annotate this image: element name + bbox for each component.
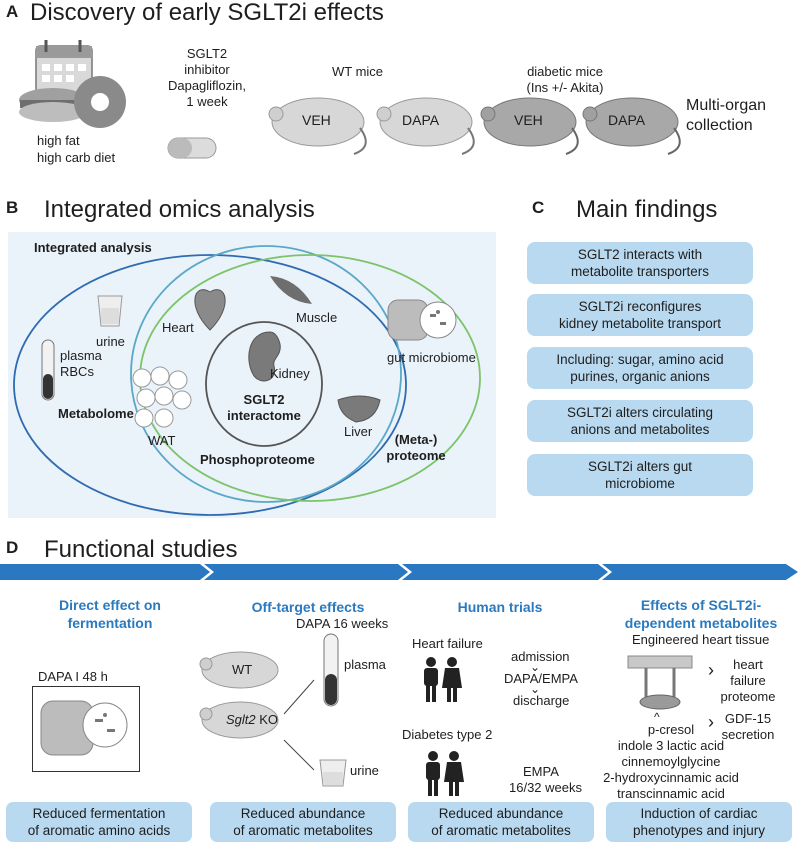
diabetes-label: Diabetes type 2 bbox=[402, 727, 493, 742]
kidney-icon bbox=[248, 331, 281, 382]
wt-mice-label: WT mice bbox=[332, 64, 384, 79]
dapa-empa-label: DAPA/EMPA bbox=[504, 671, 578, 686]
metabolite-item: 2-hydroxycinnamic acid bbox=[603, 770, 739, 785]
metabolome-label: Metabolome bbox=[58, 406, 134, 421]
gut-microbiome-icon bbox=[387, 299, 457, 341]
mouse-ko-icon bbox=[199, 701, 279, 739]
metabolite-list: p-cresol indole 3 lactic acid cinnemoylg… bbox=[596, 722, 746, 802]
mouse-icon bbox=[376, 97, 475, 155]
down-chevron-icon: ⌄ bbox=[530, 682, 541, 696]
metabolite-item: cinnemoylglycine bbox=[621, 754, 721, 769]
metabolite-item: indole 3 lactic acid bbox=[617, 738, 725, 753]
section-a-letter: A bbox=[6, 2, 19, 21]
diet-label-line2: high carb diet bbox=[37, 150, 116, 165]
metabolite-item: transcinnamic acid bbox=[617, 786, 725, 801]
chevron-right-icon: › bbox=[708, 660, 714, 680]
mouse-wt-dapa: DAPA bbox=[372, 92, 482, 162]
wat-label: WAT bbox=[148, 433, 176, 448]
heart-failure-proteome-label: heart failure proteome bbox=[720, 657, 776, 704]
diet-icon bbox=[19, 40, 126, 128]
gut-microbiome-label: gut microbiome bbox=[387, 350, 476, 365]
section-b-title: Integrated omics analysis bbox=[44, 196, 315, 223]
gdf15-secretion-label: GDF-15 secretion bbox=[721, 711, 775, 742]
urine-label: urine bbox=[96, 334, 125, 349]
empa-label: EMPA bbox=[523, 764, 559, 779]
sglt2-interactome-label: SGLT2 interactome bbox=[227, 392, 301, 423]
mouse-wt-icon bbox=[199, 651, 279, 689]
heart-failure-label: Heart failure bbox=[412, 636, 483, 651]
dapa-48h-label: DAPA I 48 h bbox=[38, 669, 108, 684]
mouse-diabetic-dapa: DAPA bbox=[578, 92, 688, 162]
dapa-16-weeks-label: DAPA 16 weeks bbox=[296, 616, 389, 631]
connector-lines bbox=[283, 679, 315, 771]
mouse-diabetic-veh: VEH bbox=[476, 92, 586, 162]
section-b-letter: B bbox=[6, 198, 19, 217]
diet-label-line1: high fat bbox=[37, 133, 80, 148]
meta-proteome-label: (Meta-) proteome bbox=[386, 432, 446, 463]
down-chevron-icon: ⌄ bbox=[530, 660, 541, 674]
muscle-icon bbox=[270, 276, 312, 304]
urine-cup-icon bbox=[97, 295, 123, 327]
section-d-letter: D bbox=[6, 538, 19, 557]
metabolite-item: p-cresol bbox=[647, 722, 695, 737]
fermentation-box bbox=[32, 686, 140, 772]
collection-label: Multi-organ collection bbox=[686, 97, 767, 134]
kidney-label: Kidney bbox=[270, 366, 310, 381]
diabetic-mice-label: diabetic mice (Ins +/- Akita) bbox=[526, 64, 604, 95]
section-d-title: Functional studies bbox=[44, 536, 238, 563]
phosphoproteome-label: Phosphoproteome bbox=[200, 452, 315, 467]
heart-label: Heart bbox=[162, 320, 194, 335]
blood-tube-icon bbox=[41, 339, 55, 401]
col3-title: Human trials bbox=[457, 599, 543, 615]
heart-icon bbox=[194, 289, 226, 331]
mouse-icon bbox=[582, 97, 681, 155]
mouse-icon bbox=[268, 97, 367, 155]
discharge-label: discharge bbox=[513, 693, 570, 708]
chevron-right-icon: › bbox=[708, 712, 714, 732]
people-icon bbox=[424, 657, 462, 702]
plasma-tube-icon bbox=[323, 633, 339, 707]
ko-mouse-label: Sglt2 KO bbox=[226, 712, 279, 727]
engineered-heart-tissue-icon bbox=[627, 655, 693, 710]
mouse-wt-veh: VEH bbox=[264, 92, 374, 162]
omics-panel bbox=[8, 232, 496, 518]
timeline-arrow bbox=[0, 564, 798, 580]
inhibitor-label: SGLT2 inhibitor Dapagliflozin, 1 week bbox=[167, 46, 247, 109]
liver-label: Liver bbox=[344, 424, 373, 439]
col1-title: Direct effect on fermentation bbox=[59, 597, 161, 631]
col2-urine-label: urine bbox=[350, 763, 379, 778]
section-c-letter: C bbox=[532, 198, 545, 217]
wat-icon bbox=[132, 366, 192, 428]
up-chevron-icon: ^ bbox=[654, 710, 660, 724]
liver-icon bbox=[337, 395, 381, 423]
col2-title: Off-target effects bbox=[251, 599, 365, 615]
people-icon bbox=[426, 751, 464, 796]
weeks-label: 16/32 weeks bbox=[509, 780, 582, 795]
gut-microbiome-icon bbox=[40, 700, 128, 756]
eht-label: Engineered heart tissue bbox=[632, 632, 770, 647]
rbcs-label: RBCs bbox=[60, 364, 94, 379]
admission-label: admission bbox=[511, 649, 570, 664]
plasma-label: plasma bbox=[60, 348, 102, 363]
muscle-label: Muscle bbox=[296, 310, 338, 325]
section-a-title: Discovery of early SGLT2i effects bbox=[30, 0, 384, 26]
pill-icon bbox=[167, 137, 217, 159]
section-c-title: Main findings bbox=[576, 196, 718, 223]
urine-cup-icon bbox=[319, 759, 347, 787]
col4-title: Effects of SGLT2i- dependent metabolites bbox=[624, 597, 778, 631]
col2-plasma-label: plasma bbox=[344, 657, 386, 672]
wt-mouse-label: WT bbox=[232, 662, 253, 677]
mouse-icon bbox=[480, 97, 579, 155]
integrated-analysis-label: Integrated analysis bbox=[34, 240, 152, 255]
